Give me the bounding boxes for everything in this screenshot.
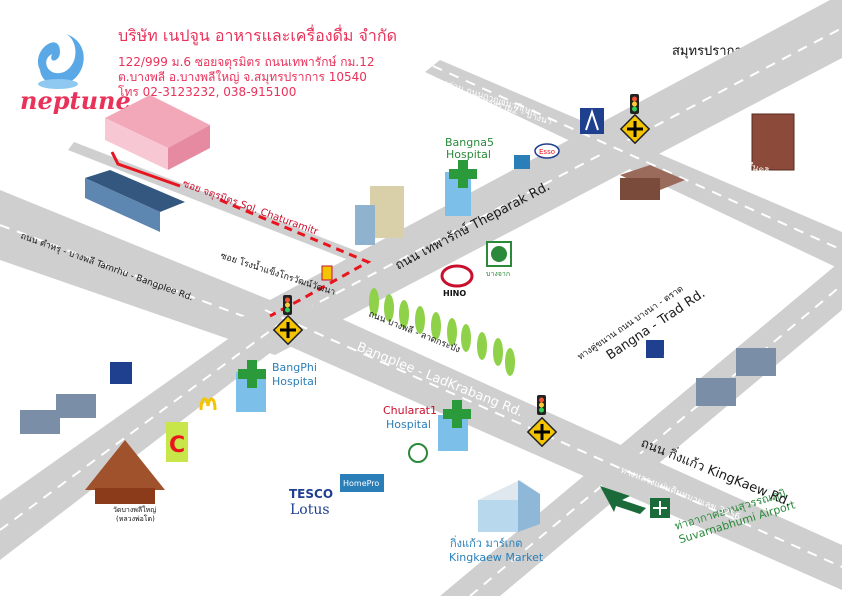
temple-icon	[85, 440, 165, 504]
hospital-cross-icon	[238, 360, 266, 388]
bangphi-sub: Hospital	[272, 375, 317, 388]
svg-text:C: C	[169, 433, 185, 458]
neptune-logo-icon	[37, 34, 84, 89]
srinakarin-road	[425, 60, 842, 270]
company-building-icon	[105, 95, 210, 170]
airplane-icon	[650, 498, 670, 518]
houses-icon	[20, 394, 96, 434]
soi-sign-icon	[321, 265, 333, 281]
hospital-cross-icon	[449, 160, 477, 188]
trees-icon	[369, 288, 515, 376]
temple-label: วัดบางพลีใหญ่	[113, 505, 156, 514]
hino-logo-icon	[440, 264, 474, 288]
temple-sub: (หลวงพ่อโต)	[116, 514, 155, 523]
bangphi-label: BangPhi	[272, 361, 317, 374]
bangna-trad-road	[440, 260, 842, 596]
company-address-1: 122/999 ม.6 ซอยจตุรมิตร ถนนเทพารักษ์ กม.…	[118, 55, 375, 69]
traffic-light-icon	[630, 94, 639, 114]
market-building-icon	[478, 480, 540, 532]
chularat-label: Chularat1	[383, 404, 437, 417]
hospital-cross-icon	[443, 400, 471, 428]
crossroad-sign-icon	[272, 314, 304, 346]
company-info: บริษัท เนปจูน อาหารและเครื่องดื่ม จำกัด …	[118, 24, 448, 100]
bangplee-road	[230, 300, 842, 590]
lotus-label: Lotus	[290, 502, 330, 518]
bigc-logo-icon: C	[166, 422, 188, 462]
tesco-label: TESCO	[289, 487, 333, 501]
warehouse-icon	[85, 170, 185, 232]
special-way-icon	[646, 340, 664, 358]
chularat-sub: Hospital	[386, 418, 431, 431]
bangna5-sub: Hospital	[446, 148, 491, 161]
bank-logo-icon	[110, 362, 132, 384]
bangchak-label: บางจาก	[486, 270, 510, 278]
tamrhu-road	[0, 320, 300, 560]
traffic-light-icon	[537, 395, 546, 415]
homepro-logo-icon	[340, 474, 384, 492]
crossroad-sign-icon	[526, 416, 558, 448]
company-name: บริษัท เนปจูน อาหารและเครื่องดื่ม จำกัด	[118, 26, 397, 45]
market-en: Kingkaew Market	[449, 551, 544, 564]
traffic-light-icon	[283, 295, 292, 315]
esso-label: Esso	[539, 148, 555, 156]
arrow-right-icon	[600, 486, 646, 514]
kasikorn-logo-icon	[408, 443, 428, 463]
crossroad-sign-icon	[619, 113, 651, 145]
mcdonalds-logo-icon	[199, 397, 217, 411]
houses-icon	[696, 348, 776, 406]
logo-text: neptune	[20, 86, 131, 115]
hino-label: HINO	[443, 289, 466, 298]
houses-icon	[620, 165, 685, 200]
expressway-icon	[580, 108, 604, 134]
chaturamitr-label: ซอย จตุรมิตร Sol. Chaturamitr	[181, 178, 320, 238]
bangchak-logo-icon	[486, 241, 512, 267]
company-address-2: ต.บางพลี อ.บางพลีใหญ่ จ.สมุทรปราการ 1054…	[118, 70, 367, 84]
homepro-label: HomePro	[343, 479, 379, 488]
hotel-building-icon	[751, 113, 795, 171]
bangna5-label: Bangna5	[445, 136, 494, 149]
office-building-icon	[355, 186, 404, 245]
gas-station-icon	[514, 155, 530, 169]
esso-logo-icon	[534, 143, 560, 159]
market-th: กิ่งแก้ว มาร์เกต	[450, 535, 523, 550]
company-phone: โทร 02-3123232, 038-915100	[118, 85, 297, 99]
